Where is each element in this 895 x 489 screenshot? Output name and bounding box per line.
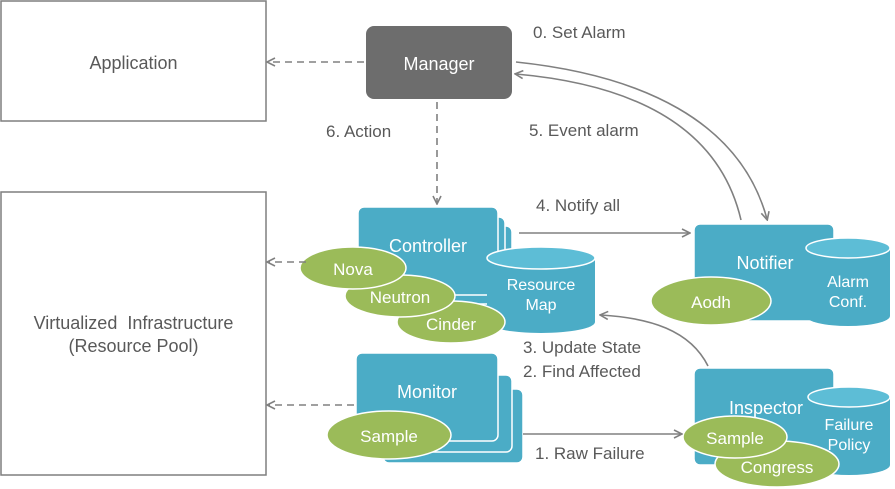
virtualized-infrastructure-label: Virtualized Infrastructure (Resource Poo… [1, 312, 266, 357]
monitor-label: Monitor [396, 382, 458, 402]
virtualized-infrastructure-line2: (Resource Pool) [68, 335, 199, 356]
step-notify-all: 4. Notify all [536, 196, 621, 215]
failure-policy-line2: Policy [827, 437, 871, 454]
neutron-label: Neutron [369, 288, 431, 307]
manager-box [366, 26, 512, 99]
alarm-conf-label: Alarm Conf. [806, 273, 890, 313]
aodh-ellipse [650, 276, 772, 326]
resource-map-cylinder [486, 246, 596, 333]
step-set-alarm: 0. Set Alarm [533, 23, 626, 42]
inspector-label: Inspector [728, 398, 804, 418]
aodh-label: Aodh [691, 293, 731, 312]
nova-ellipse [299, 246, 407, 290]
notifier-label: Notifier [736, 253, 794, 273]
step-update-state: 3. Update State [523, 338, 642, 357]
event-alarm-arrow [516, 74, 742, 221]
manager-label: Manager [403, 54, 475, 74]
controller-label: Controller [388, 236, 468, 256]
cinder-label: Cinder [425, 315, 477, 334]
alarm-conf-cylinder [805, 237, 891, 326]
update-state-arrow [601, 315, 709, 367]
congress-label: Congress [740, 458, 814, 477]
nova-label: Nova [333, 260, 373, 279]
virtualized-infrastructure-box [0, 191, 267, 476]
step-find-affected: 2. Find Affected [523, 362, 641, 381]
monitor-sample-label: Sample [360, 427, 418, 446]
resource-map-label: Resource Map [487, 276, 595, 316]
alarm-conf-line2: Conf. [828, 294, 868, 311]
resource-map-line2: Map [525, 297, 557, 314]
set-alarm-arrow [515, 61, 767, 219]
failure-policy-label: Failure Policy [808, 416, 890, 456]
failure-policy-line1: Failure [824, 417, 874, 434]
alarm-conf-line1: Alarm [827, 274, 869, 291]
inspector-sample-ellipse [682, 415, 788, 459]
resource-map-line1: Resource [506, 277, 576, 294]
step-event-alarm: 5. Event alarm [529, 121, 639, 140]
virtualized-infrastructure-line1: Virtualized Infrastructure [33, 313, 234, 333]
inspector-sample-label: Sample [706, 429, 764, 448]
application-box [0, 0, 267, 122]
step-action: 6. Action [326, 122, 392, 141]
step-raw-failure: 1. Raw Failure [535, 444, 645, 463]
application-label: Application [89, 53, 178, 73]
monitor-sample-ellipse [326, 410, 452, 460]
